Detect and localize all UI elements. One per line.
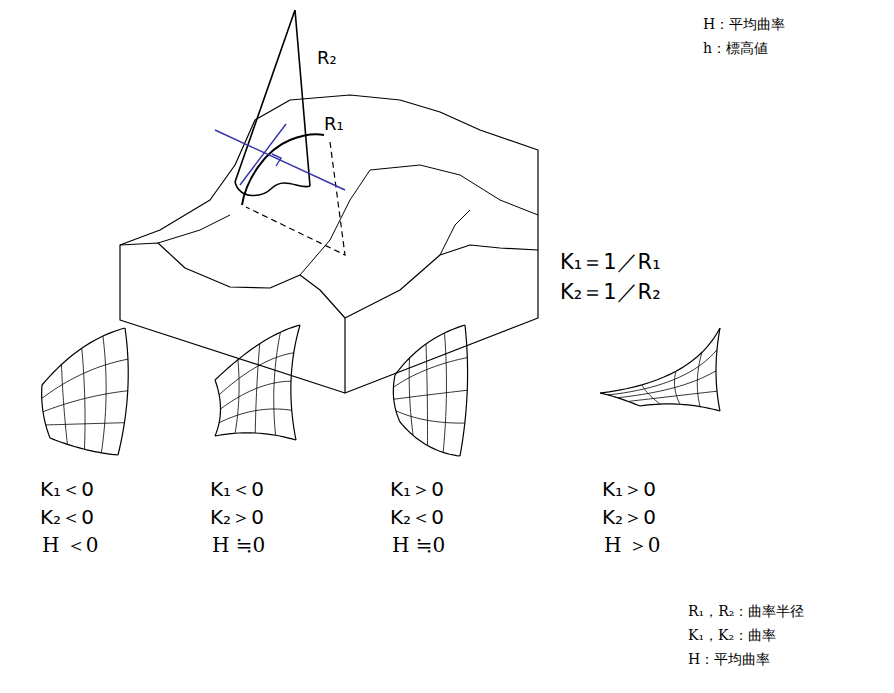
- tangent-line: [240, 124, 286, 185]
- note-text: h：標高値: [703, 40, 768, 56]
- condition-text: K₂＞0: [602, 506, 656, 529]
- patch-grid-line: [215, 380, 221, 436]
- formula-text: K₁＝1／R₁: [560, 250, 661, 274]
- patch-grid-line: [396, 411, 465, 423]
- patch-grid-line: [608, 350, 717, 395]
- patch-grid-line: [697, 352, 702, 406]
- patch-grid-line: [393, 358, 467, 388]
- patch-grid-line: [274, 332, 281, 435]
- patch-grid-line: [43, 391, 128, 412]
- patch-grid-line: [42, 328, 125, 385]
- surface-patch: [42, 328, 129, 455]
- condition-text: H ≒0: [212, 534, 265, 557]
- right-angle-mark: [272, 154, 281, 166]
- condition-text: K₁＞0: [602, 478, 656, 501]
- block-front-face: [120, 243, 345, 393]
- patch-grid-line: [291, 325, 300, 440]
- condition-text: H ≒0: [392, 534, 445, 557]
- patch-grid-line: [716, 328, 720, 411]
- surface-patch: [215, 325, 300, 440]
- patch-grid-line: [42, 359, 128, 398]
- condition-text: K₁＞0: [390, 478, 444, 501]
- block-top-back: [120, 95, 538, 250]
- condition-text: K₂＞0: [210, 506, 264, 529]
- terrain-line: [440, 210, 470, 255]
- patch-grid-line: [50, 438, 118, 455]
- patch-grid-line: [221, 381, 292, 409]
- radius-dashed: [246, 142, 345, 255]
- formula-text: K₂＝1／R₂: [560, 280, 661, 304]
- curvature-construction: [215, 10, 345, 255]
- patch-grid-line: [618, 371, 717, 398]
- condition-text: H ＞0: [604, 534, 661, 557]
- terrain-line: [300, 165, 538, 275]
- patch-grid-line: [628, 391, 717, 401]
- patch-grid-line: [395, 325, 465, 375]
- surface-patch: [393, 325, 467, 456]
- radius-cone: [235, 10, 310, 186]
- condition-text: K₁＜0: [210, 478, 264, 501]
- patch-grid-line: [394, 390, 468, 399]
- curvature-arc: [242, 135, 324, 205]
- patch-grid-line: [443, 333, 446, 452]
- patch-grid-line: [118, 328, 128, 455]
- patch-grid-line: [235, 360, 239, 434]
- terrain-line: [158, 215, 230, 243]
- patch-grid-line: [215, 433, 296, 440]
- note-text: R₁，R₂：曲率半径: [688, 603, 804, 619]
- condition-text: K₂＜0: [40, 506, 94, 529]
- radius-label: R₂: [317, 48, 337, 69]
- note-text: H：平均曲率: [703, 16, 785, 32]
- patch-grid-line: [600, 393, 640, 406]
- patch-grid-line: [460, 325, 468, 456]
- patch-grid-line: [101, 336, 106, 453]
- patch-grid-line: [640, 404, 720, 411]
- radius-label: R₁: [324, 114, 344, 135]
- terrain-block: [120, 95, 538, 393]
- patch-grid-line: [219, 353, 294, 395]
- note-text: K₁，K₂：曲率: [688, 627, 776, 643]
- condition-text: K₂＜0: [390, 506, 444, 529]
- patch-grid-line: [642, 385, 660, 404]
- tangent-line: [215, 130, 345, 190]
- surface-patches: [42, 325, 720, 456]
- condition-text: H ＜0: [42, 534, 99, 557]
- patch-grid-line: [600, 328, 720, 393]
- patch-grid-line: [215, 325, 300, 380]
- note-text: H：平均曲率: [688, 651, 770, 667]
- block-right-face: [345, 245, 538, 393]
- patch-grid-line: [400, 422, 460, 456]
- surface-patch: [600, 328, 720, 411]
- condition-text: K₁＜0: [40, 478, 94, 501]
